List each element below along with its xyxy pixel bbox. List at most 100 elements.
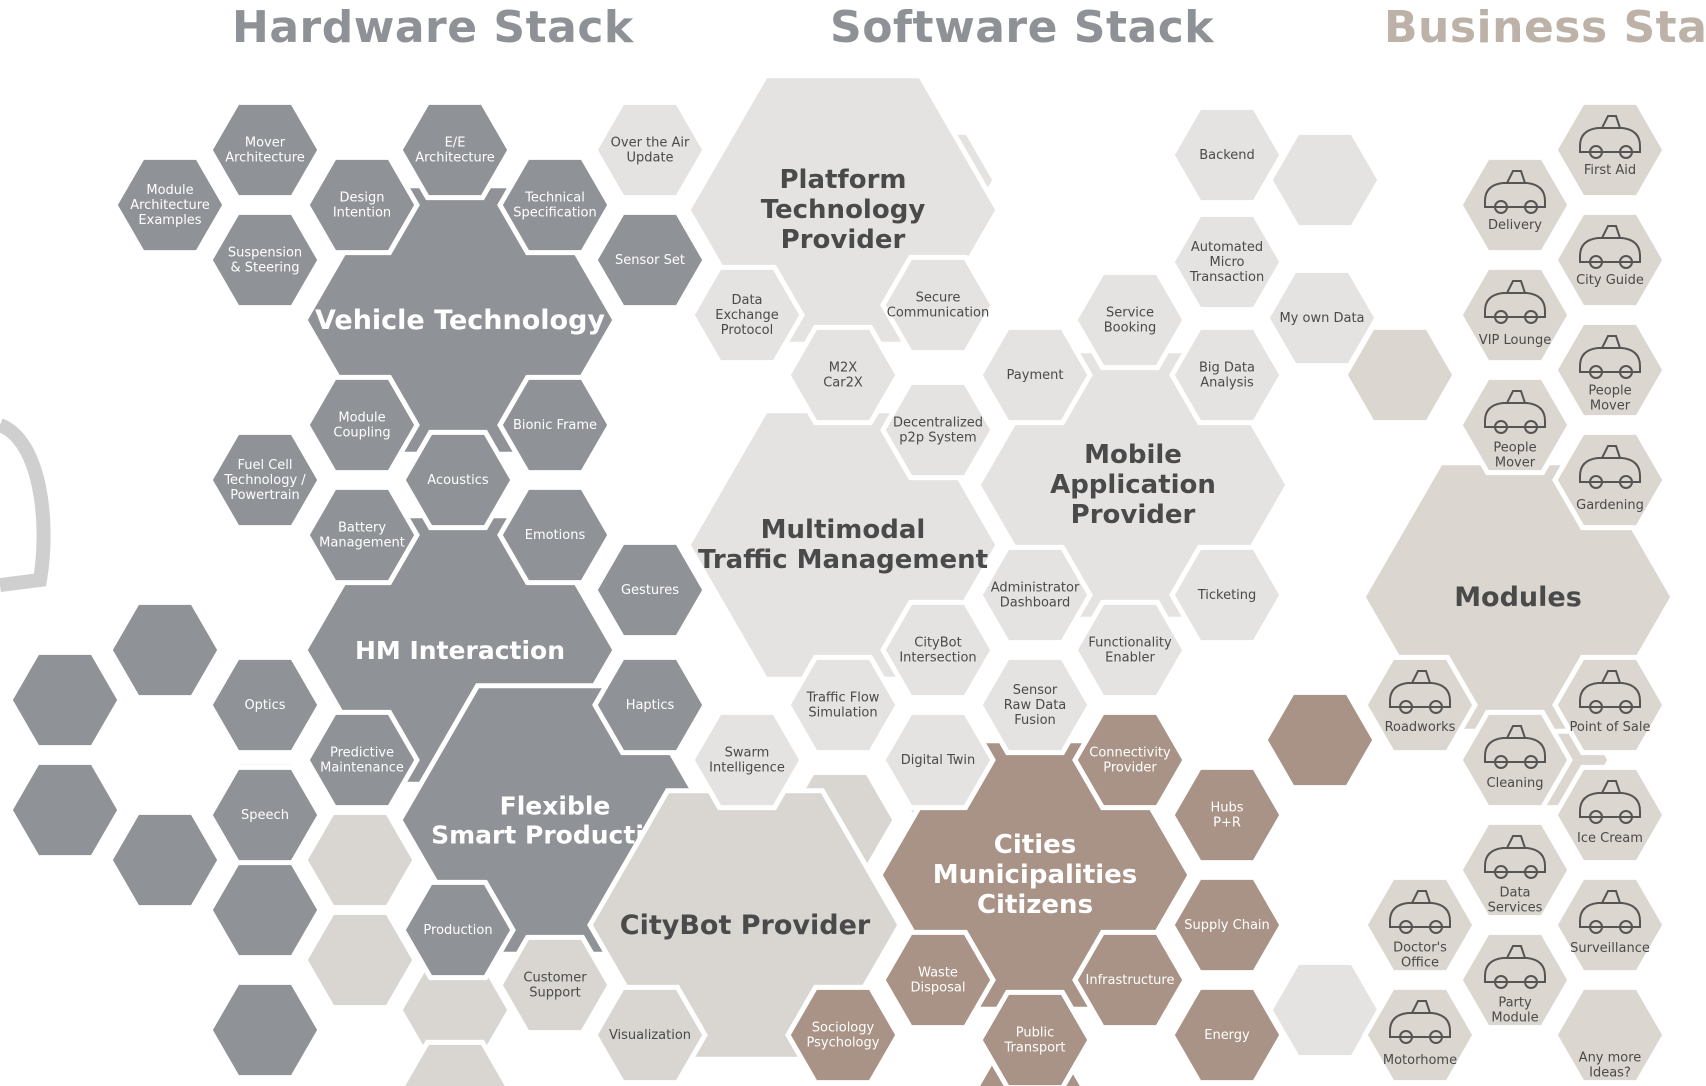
hex-bionic-frame[interactable]: Bionic Frame xyxy=(497,374,613,476)
hex-haptics[interactable]: Haptics xyxy=(592,654,708,756)
wheel-arc-decor xyxy=(0,418,51,592)
hex-gardening[interactable]: Gardening xyxy=(1552,429,1668,531)
hex-acoustics[interactable]: Acoustics xyxy=(400,429,516,531)
hex-vip-lounge[interactable]: VIP Lounge xyxy=(1457,264,1573,366)
hex-shape xyxy=(302,909,418,1011)
hex-label: Ticketing xyxy=(1197,588,1257,603)
hex-my-own-data[interactable]: My own Data xyxy=(1264,267,1380,369)
hex-label: Gardening xyxy=(1576,498,1644,513)
hex-surveillance[interactable]: Surveillance xyxy=(1552,874,1668,976)
hex-payment[interactable]: Payment xyxy=(977,324,1093,426)
hex-first-aid[interactable]: First Aid xyxy=(1552,99,1668,201)
hex-point-of-sale[interactable]: Point of Sale xyxy=(1552,654,1668,756)
hex-city-guide[interactable]: City Guide xyxy=(1552,209,1668,311)
hex-visualization[interactable]: Visualization xyxy=(592,984,708,1086)
hex-suspension-steering[interactable]: Suspension& Steering xyxy=(207,209,323,311)
hex-energy[interactable]: Energy xyxy=(1169,984,1285,1086)
hex-label: Ice Cream xyxy=(1577,831,1643,846)
roadworks-citybot-icon xyxy=(1389,670,1451,714)
hex-ticketing[interactable]: Ticketing xyxy=(1169,544,1285,646)
point-of-sale-module-icon xyxy=(1579,670,1641,714)
hex-infrastructure[interactable]: Infrastructure xyxy=(1072,929,1188,1031)
hex-shape xyxy=(1552,99,1668,201)
hex-shape xyxy=(7,759,123,861)
hex-sensor-set[interactable]: Sensor Set xyxy=(592,209,708,311)
hex-delivery[interactable]: Delivery xyxy=(1457,154,1573,256)
hex-cleaning[interactable]: Cleaning xyxy=(1457,709,1573,811)
hex-shape xyxy=(880,254,996,356)
hex-filler xyxy=(7,759,123,861)
hex-emotions[interactable]: Emotions xyxy=(497,484,613,586)
hex-shape xyxy=(400,429,516,531)
people-mover-module-icon xyxy=(1484,390,1546,434)
hex-supply-chain[interactable]: Supply Chain xyxy=(1169,874,1285,976)
hex-speech[interactable]: Speech xyxy=(207,764,323,866)
hex-label: Production xyxy=(423,923,492,938)
hex-label: Acoustics xyxy=(427,473,489,488)
hex-shape xyxy=(1362,654,1478,756)
hex-shape xyxy=(207,654,323,756)
hex-production[interactable]: Production xyxy=(400,879,516,981)
hex-shape xyxy=(304,709,420,811)
hex-motorhome[interactable]: Motorhome xyxy=(1362,984,1478,1086)
hex-backend[interactable]: Backend xyxy=(1169,104,1285,206)
hex-shape xyxy=(880,599,996,701)
motorhome-module-icon xyxy=(1389,1000,1451,1044)
party-module-icon xyxy=(1484,945,1546,989)
software-stack-header: Software Stack xyxy=(830,2,1215,53)
hex-shape xyxy=(977,324,1093,426)
hex-label: Sensor Set xyxy=(615,253,685,268)
hex-ice-cream[interactable]: Ice Cream xyxy=(1552,764,1668,866)
hex-digital-twin[interactable]: Digital Twin xyxy=(880,709,996,811)
hex-roadworks[interactable]: Roadworks xyxy=(1362,654,1478,756)
hex-shape xyxy=(977,989,1093,1086)
hex-gestures[interactable]: Gestures xyxy=(592,539,708,641)
hex-optics[interactable]: Optics xyxy=(207,654,323,756)
hex-filler xyxy=(207,859,323,961)
hex-shape xyxy=(1457,929,1573,1031)
